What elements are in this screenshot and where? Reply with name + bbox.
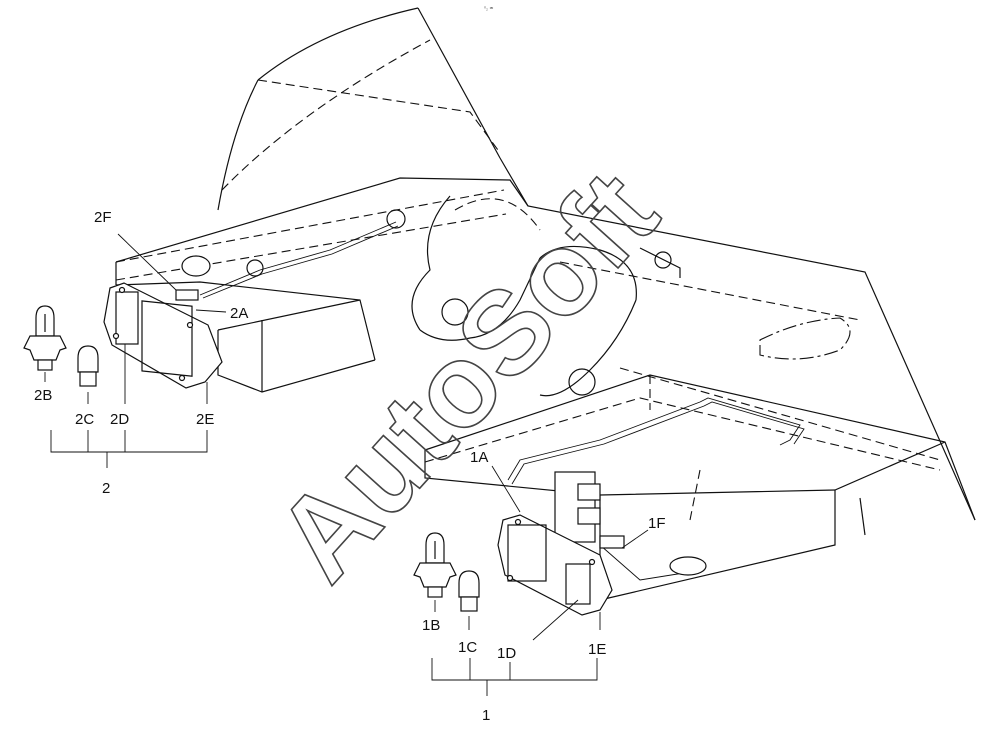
label-1: 1 bbox=[482, 707, 490, 724]
label-2f: 2F bbox=[94, 209, 112, 226]
top-mark: ⁰₂ ≐ bbox=[484, 6, 494, 12]
label-2c: 2C bbox=[75, 411, 94, 428]
label-1c: 1C bbox=[458, 639, 477, 656]
label-1d: 1D bbox=[497, 645, 516, 662]
bulb-2c-icon bbox=[77, 345, 99, 387]
label-2a: 2A bbox=[230, 305, 248, 322]
label-2: 2 bbox=[102, 480, 110, 497]
bulb-1b-icon bbox=[413, 532, 457, 598]
label-2d: 2D bbox=[110, 411, 129, 428]
bulb-1c-icon bbox=[458, 570, 480, 612]
label-2e: 2E bbox=[196, 411, 214, 428]
label-1a: 1A bbox=[470, 449, 488, 466]
headlight-2 bbox=[103, 282, 223, 389]
label-2b: 2B bbox=[34, 387, 52, 404]
headlight-1 bbox=[497, 514, 625, 616]
bulb-2b-icon bbox=[23, 305, 67, 371]
part-labels: 2F 2A 2B 2C 2D 2E 2 1A 1F 1B 1C 1D 1E 1 bbox=[34, 209, 666, 724]
label-1f: 1F bbox=[648, 515, 666, 532]
leader-lines bbox=[44, 233, 649, 696]
label-1b: 1B bbox=[422, 617, 440, 634]
label-1e: 1E bbox=[588, 641, 606, 658]
